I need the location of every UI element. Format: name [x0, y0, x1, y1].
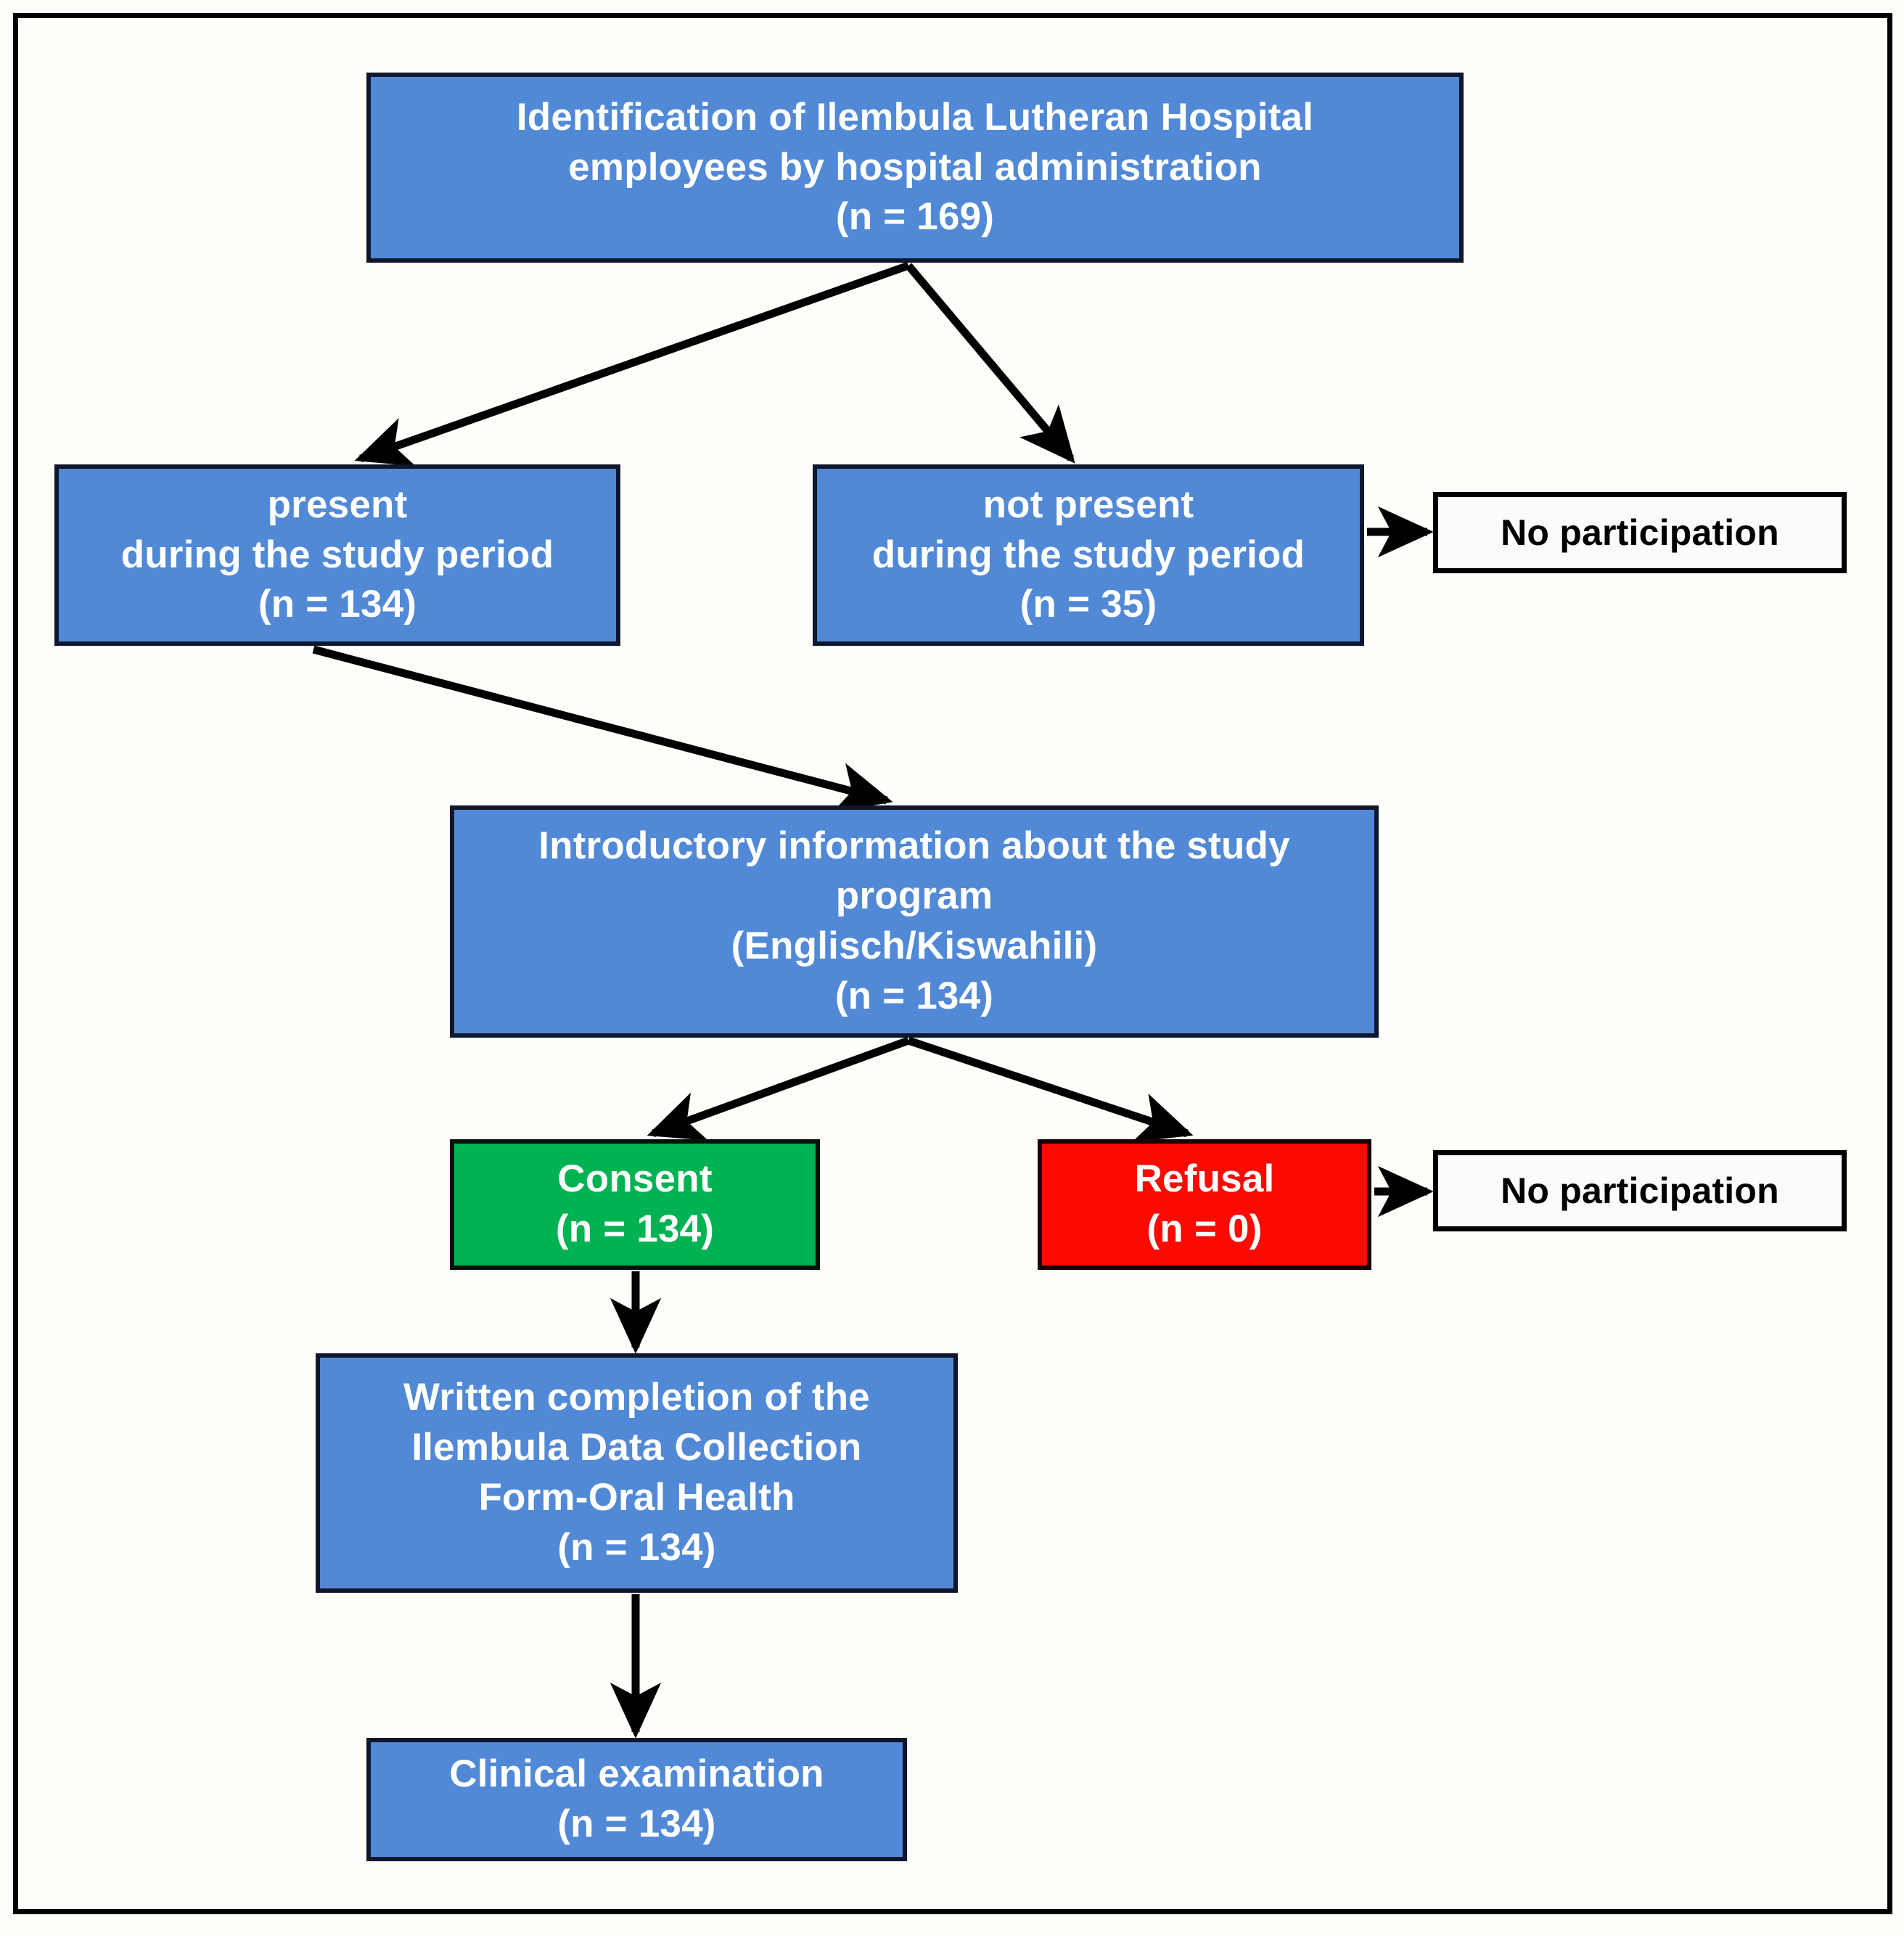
node-refusal: Refusal (n = 0) — [1038, 1139, 1371, 1270]
node-introductory-information: Introductory information about the study… — [450, 805, 1379, 1038]
node-clinical-examination: Clinical examination (n = 134) — [366, 1738, 907, 1861]
node-present-during-study-period: present during the study period (n = 134… — [54, 464, 620, 646]
node-consent: Consent (n = 134) — [450, 1139, 820, 1270]
node-not-present-during-study-period: not present during the study period (n =… — [813, 464, 1364, 646]
node-no-participation-1: No participation — [1433, 492, 1847, 573]
node-no-participation-2: No participation — [1433, 1150, 1847, 1231]
node-written-completion: Written completion of the Ilembula Data … — [316, 1353, 958, 1593]
node-identification: Identification of Ilembula Lutheran Hosp… — [366, 73, 1464, 263]
